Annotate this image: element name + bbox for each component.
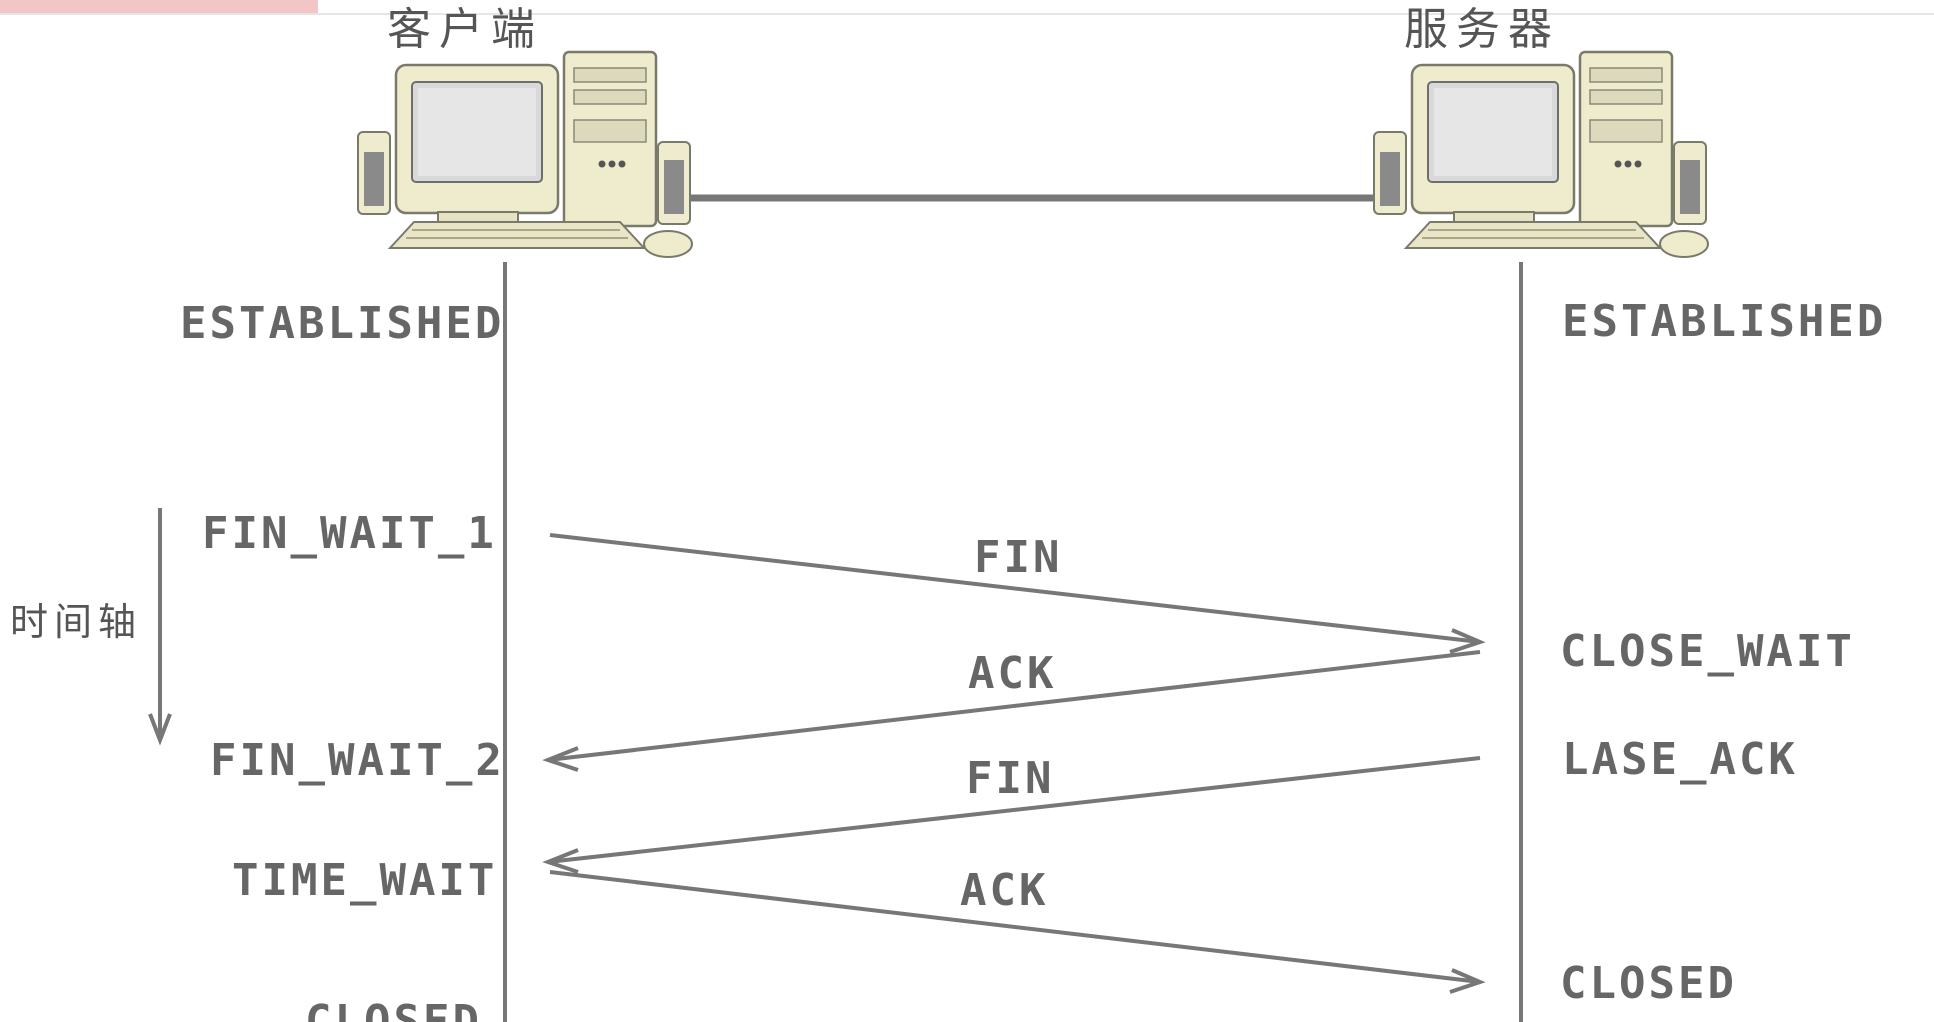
message-fin-2-label: FIN	[966, 753, 1054, 804]
server-state-established: ESTABLISHED	[1562, 296, 1886, 347]
message-fin-1-label: FIN	[974, 532, 1062, 583]
time-axis-label: 时间轴	[10, 600, 142, 644]
client-state-closed: CLOSED	[305, 996, 482, 1022]
client-state-fin-wait-1: FIN_WAIT_1	[202, 508, 497, 559]
server-computer-icon	[1372, 50, 1710, 259]
message-fin-2-arrowhead	[542, 848, 579, 874]
message-ack-1-label: ACK	[968, 648, 1056, 699]
server-state-closed: CLOSED	[1560, 958, 1737, 1009]
message-fin-1-arrow	[549, 533, 1481, 644]
client-title: 客户端	[387, 4, 543, 55]
client-state-time-wait: TIME_WAIT	[232, 855, 497, 906]
client-state-fin-wait-2: FIN_WAIT_2	[210, 735, 505, 786]
time-axis-arrowhead	[148, 713, 172, 746]
message-ack-2-arrow	[549, 870, 1481, 984]
top-banner-fragment	[0, 0, 318, 14]
client-computer-icon	[356, 50, 694, 259]
server-state-last-ack: LASE_ACK	[1562, 734, 1798, 785]
message-ack-1-arrowhead	[542, 746, 579, 772]
server-state-close-wait: CLOSE_WAIT	[1560, 626, 1855, 677]
server-title: 服务器	[1404, 4, 1560, 55]
message-ack-2-arrowhead	[1449, 968, 1486, 994]
message-ack-2-label: ACK	[960, 865, 1048, 916]
message-fin-1-arrowhead	[1449, 628, 1486, 654]
client-state-established: ESTABLISHED	[180, 298, 504, 349]
message-ack-1-arrow	[547, 650, 1481, 762]
message-fin-2-arrow	[547, 756, 1481, 864]
